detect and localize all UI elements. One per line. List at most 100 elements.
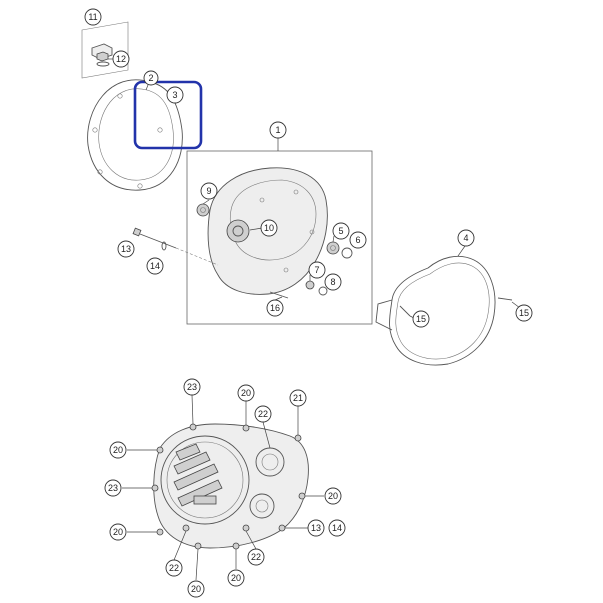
callout-label: 20 [328, 491, 338, 501]
callout-11: 11 [84, 8, 102, 26]
leader-10 [249, 227, 263, 231]
callout-23-left: 23 [104, 479, 122, 497]
bolt-head [182, 524, 190, 532]
cover-bolt-hole [259, 197, 265, 203]
callout-label: 21 [293, 393, 303, 403]
callout-5: 5 [332, 222, 350, 240]
callout-label: 20 [241, 388, 251, 398]
callout-10: 10 [260, 219, 278, 237]
clutch-dome [160, 435, 250, 525]
outer-cover-rim [98, 88, 174, 181]
water-pump-hub [226, 219, 250, 243]
callout-6: 6 [349, 231, 367, 249]
bolt-head [242, 524, 250, 532]
cover-bolt-hole [92, 127, 98, 133]
callout-20-left-upper: 20 [109, 441, 127, 459]
callout-label: 2 [148, 73, 153, 83]
callout-2: 2 [143, 70, 159, 86]
callout-23-top: 23 [183, 378, 201, 396]
cover-bolt-hole [137, 183, 143, 189]
callout-14-bottom: 14 [328, 519, 346, 537]
callout-label: 15 [519, 308, 529, 318]
bolt-head [232, 542, 240, 550]
shaft-seal-inner [200, 207, 206, 213]
callout-22-bottom-left: 22 [165, 559, 183, 577]
callout-label: 12 [116, 54, 126, 64]
callout-label: 6 [355, 235, 360, 245]
long-bolt-head [132, 227, 142, 237]
callout-21: 21 [289, 389, 307, 407]
callout-label: 13 [121, 244, 131, 254]
brand-plate [193, 495, 217, 505]
leader-23a [191, 394, 194, 425]
screw-16 [269, 291, 289, 299]
callout-20-top: 20 [237, 384, 255, 402]
gasket-tab [375, 299, 393, 331]
bolt-head [278, 524, 286, 532]
bolt-head [156, 528, 164, 536]
inspection-plug [249, 493, 275, 519]
callout-15-left: 15 [412, 310, 430, 328]
highlight-box [133, 80, 203, 150]
dowel-pin [497, 297, 513, 301]
callout-label: 8 [330, 277, 335, 287]
callout-label: 14 [332, 523, 342, 533]
leader-22c [245, 530, 257, 550]
cover-fin [173, 451, 211, 475]
leader-9 [202, 199, 210, 205]
callout-7: 7 [308, 261, 326, 279]
cover-bolt-hole [97, 169, 103, 175]
bolt-head [294, 434, 302, 442]
filler-plug-thread [96, 51, 109, 62]
callout-16: 16 [266, 299, 284, 317]
callout-label: 7 [314, 265, 319, 275]
leader-22b [173, 530, 187, 561]
callout-label: 15 [416, 314, 426, 324]
cover-bolt-hole [117, 93, 123, 99]
callout-label: 4 [463, 233, 468, 243]
o-ring-small [96, 61, 110, 67]
gasket-inner [395, 262, 490, 360]
leader-22a [262, 421, 271, 449]
cover-bolt-hole [157, 127, 163, 133]
callout-label: 22 [251, 552, 261, 562]
water-pump-cover-inner [261, 453, 279, 471]
callout-label: 11 [88, 12, 97, 22]
callout-13-top: 13 [117, 240, 135, 258]
bearing [305, 280, 315, 290]
long-bolt-axis [175, 247, 219, 266]
callout-label: 1 [275, 125, 280, 135]
leader-4 [457, 245, 466, 257]
leader-5 [332, 235, 335, 243]
cover-fin [175, 443, 201, 461]
callout-label: 20 [113, 527, 123, 537]
clutch-dome-inner [166, 441, 244, 519]
inspection-plug-inner [255, 499, 269, 513]
circlip [318, 286, 328, 296]
shaft-seal [196, 203, 210, 217]
callout-label: 23 [108, 483, 118, 493]
plug-frame [81, 21, 129, 79]
callout-label: 16 [270, 303, 280, 313]
callout-label: 3 [172, 90, 177, 100]
o-ring [341, 247, 353, 259]
callout-1: 1 [269, 121, 287, 139]
bottom-cover-group [122, 394, 324, 581]
callout-label: 13 [311, 523, 321, 533]
assembly-group-box [186, 150, 373, 325]
gasket-group [375, 245, 513, 366]
callout-22-top: 22 [254, 405, 272, 423]
callout-label: 20 [191, 584, 201, 594]
callout-3: 3 [166, 86, 184, 104]
bolt-head [156, 446, 164, 454]
callout-20-left-lower: 20 [109, 523, 127, 541]
outer-cover-outline [87, 79, 183, 191]
callout-20-bottom-left: 20 [187, 580, 205, 598]
callout-9: 9 [200, 182, 218, 200]
callout-label: 9 [206, 186, 211, 196]
leader-20e [195, 548, 199, 581]
cover-bolt-hole [293, 189, 299, 195]
seal-ring-inner [330, 245, 336, 251]
callout-22-bottom-right: 22 [247, 548, 265, 566]
